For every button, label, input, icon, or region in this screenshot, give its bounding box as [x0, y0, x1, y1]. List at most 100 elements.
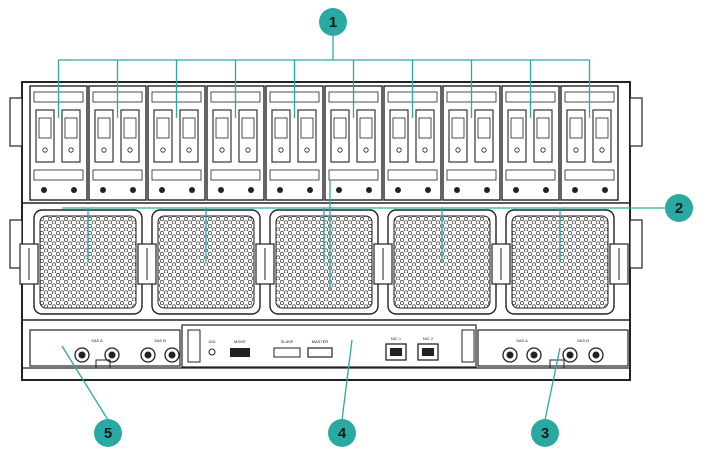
- drive-bay-inner-right: [418, 117, 432, 139]
- drive-bay-slot-left: [94, 109, 114, 163]
- right-ear-bottom: [629, 219, 643, 269]
- drive-bay-handle: [151, 169, 202, 181]
- callout-circle: [328, 419, 356, 447]
- drive-bay-slot-right: [356, 109, 376, 163]
- drive-bay-slot-left: [507, 109, 527, 163]
- callout-markers: 1 2 3 4 5: [94, 8, 693, 447]
- callout-circle: [665, 194, 693, 222]
- drive-bay-inner-right: [300, 117, 314, 139]
- drive-bay-led-right: [481, 147, 487, 153]
- drive-bay-inner-left: [215, 117, 229, 139]
- drive-bay-inner-left: [97, 117, 111, 139]
- drive-bay-slot-left: [389, 109, 409, 163]
- drive-bay-screw-left: [513, 187, 519, 193]
- drive-bay-inner-left: [333, 117, 347, 139]
- callout-circle: [94, 419, 122, 447]
- drive-bay-handle: [387, 169, 438, 181]
- drive-bay-led-left: [514, 147, 520, 153]
- slave-label: SLAVE: [281, 339, 294, 344]
- drive-bay-slot-right: [61, 109, 81, 163]
- drive-bay-screw-left: [454, 187, 460, 193]
- drive-bay-inner-right: [123, 117, 137, 139]
- nic-1-label: NIC 1: [391, 336, 402, 341]
- drive-bay-slot-left: [566, 109, 586, 163]
- drive-bay-screw-right: [425, 187, 431, 193]
- right-ear-top: [629, 97, 643, 147]
- callout-number: 1: [329, 14, 337, 31]
- drive-bay-inner-right: [536, 117, 550, 139]
- drive-bay-handle: [446, 169, 497, 181]
- uid-button: [208, 348, 216, 356]
- nic-2-port-core: [422, 348, 434, 356]
- drive-bay-led-right: [363, 147, 369, 153]
- drive-bay-screw-left: [41, 187, 47, 193]
- callout-number: 5: [104, 425, 112, 442]
- callout-number: 3: [541, 425, 549, 442]
- drive-bay-screw-right: [307, 187, 313, 193]
- right-sas-b-label: SAS B: [577, 338, 589, 343]
- drive-bay-slot-right: [238, 109, 258, 163]
- drive-bay-slot-right: [474, 109, 494, 163]
- drive-bay-screw-right: [543, 187, 549, 193]
- drive-bay-led-left: [160, 147, 166, 153]
- mgmt-port: [230, 348, 250, 357]
- drive-bay-screw-left: [395, 187, 401, 193]
- drive-bay-slot-right: [533, 109, 553, 163]
- drive-bay-slot-left: [35, 109, 55, 163]
- drive-bay-led-right: [186, 147, 192, 153]
- left-sas-b-port-2-core: [168, 351, 176, 359]
- drive-bay-inner-right: [359, 117, 373, 139]
- drive-bay: [265, 85, 324, 201]
- drive-bay-handle: [328, 169, 379, 181]
- right-sas-b-port-core: [566, 351, 574, 359]
- callout-circle: [319, 8, 347, 36]
- drive-bay-inner-left: [38, 117, 52, 139]
- drive-bay-led-left: [278, 147, 284, 153]
- drive-bay-inner-right: [477, 117, 491, 139]
- callout-5-leader: [61, 345, 109, 421]
- drive-bay-screw-right: [366, 187, 372, 193]
- drive-bay-slot-left: [212, 109, 232, 163]
- drive-bay-led-left: [396, 147, 402, 153]
- drive-bay: [206, 85, 265, 201]
- uid-label: UID: [209, 339, 216, 344]
- drive-bay-screw-right: [189, 187, 195, 193]
- drive-bay-led-left: [337, 147, 343, 153]
- drive-bay-screw-right: [71, 187, 77, 193]
- drive-bay-inner-right: [241, 117, 255, 139]
- right-sas-b-port-2-core: [592, 351, 600, 359]
- drive-bay-screw-left: [572, 187, 578, 193]
- callout-4-leader: [341, 339, 353, 421]
- drive-bay-led-left: [219, 147, 225, 153]
- drive-bay-inner-left: [569, 117, 583, 139]
- drive-bay-handle: [92, 169, 143, 181]
- right-sas-a-port-2-core: [530, 351, 538, 359]
- drive-bay-screw-left: [336, 187, 342, 193]
- drive-bay-led-left: [101, 147, 107, 153]
- left-sas-b-port-core: [144, 351, 152, 359]
- left-sas-b-label: SAS B: [154, 338, 166, 343]
- drive-bay-screw-left: [277, 187, 283, 193]
- callout-3-leader: [544, 347, 561, 421]
- drive-bay-inner-right: [182, 117, 196, 139]
- master-label: MASTER: [312, 339, 329, 344]
- left-sas-a-port-2-core: [108, 351, 116, 359]
- drive-bay-screw-right: [484, 187, 490, 193]
- drive-bay-inner-left: [392, 117, 406, 139]
- management-right-latch: [461, 329, 475, 363]
- callout-1: 1: [319, 8, 347, 36]
- callout-number: 2: [675, 200, 683, 217]
- drive-bay-slot-left: [448, 109, 468, 163]
- drive-bay-slot-right: [415, 109, 435, 163]
- left-io-module: [29, 329, 181, 367]
- drive-bay-slot-right: [179, 109, 199, 163]
- callout-5: 5: [94, 419, 122, 447]
- callout-2: 2: [665, 194, 693, 222]
- master-port: [307, 347, 333, 358]
- drive-bay-led-right: [245, 147, 251, 153]
- callout-number: 4: [338, 425, 347, 442]
- drive-bay-led-right: [304, 147, 310, 153]
- slave-port: [273, 347, 301, 358]
- management-left-latch: [187, 329, 201, 363]
